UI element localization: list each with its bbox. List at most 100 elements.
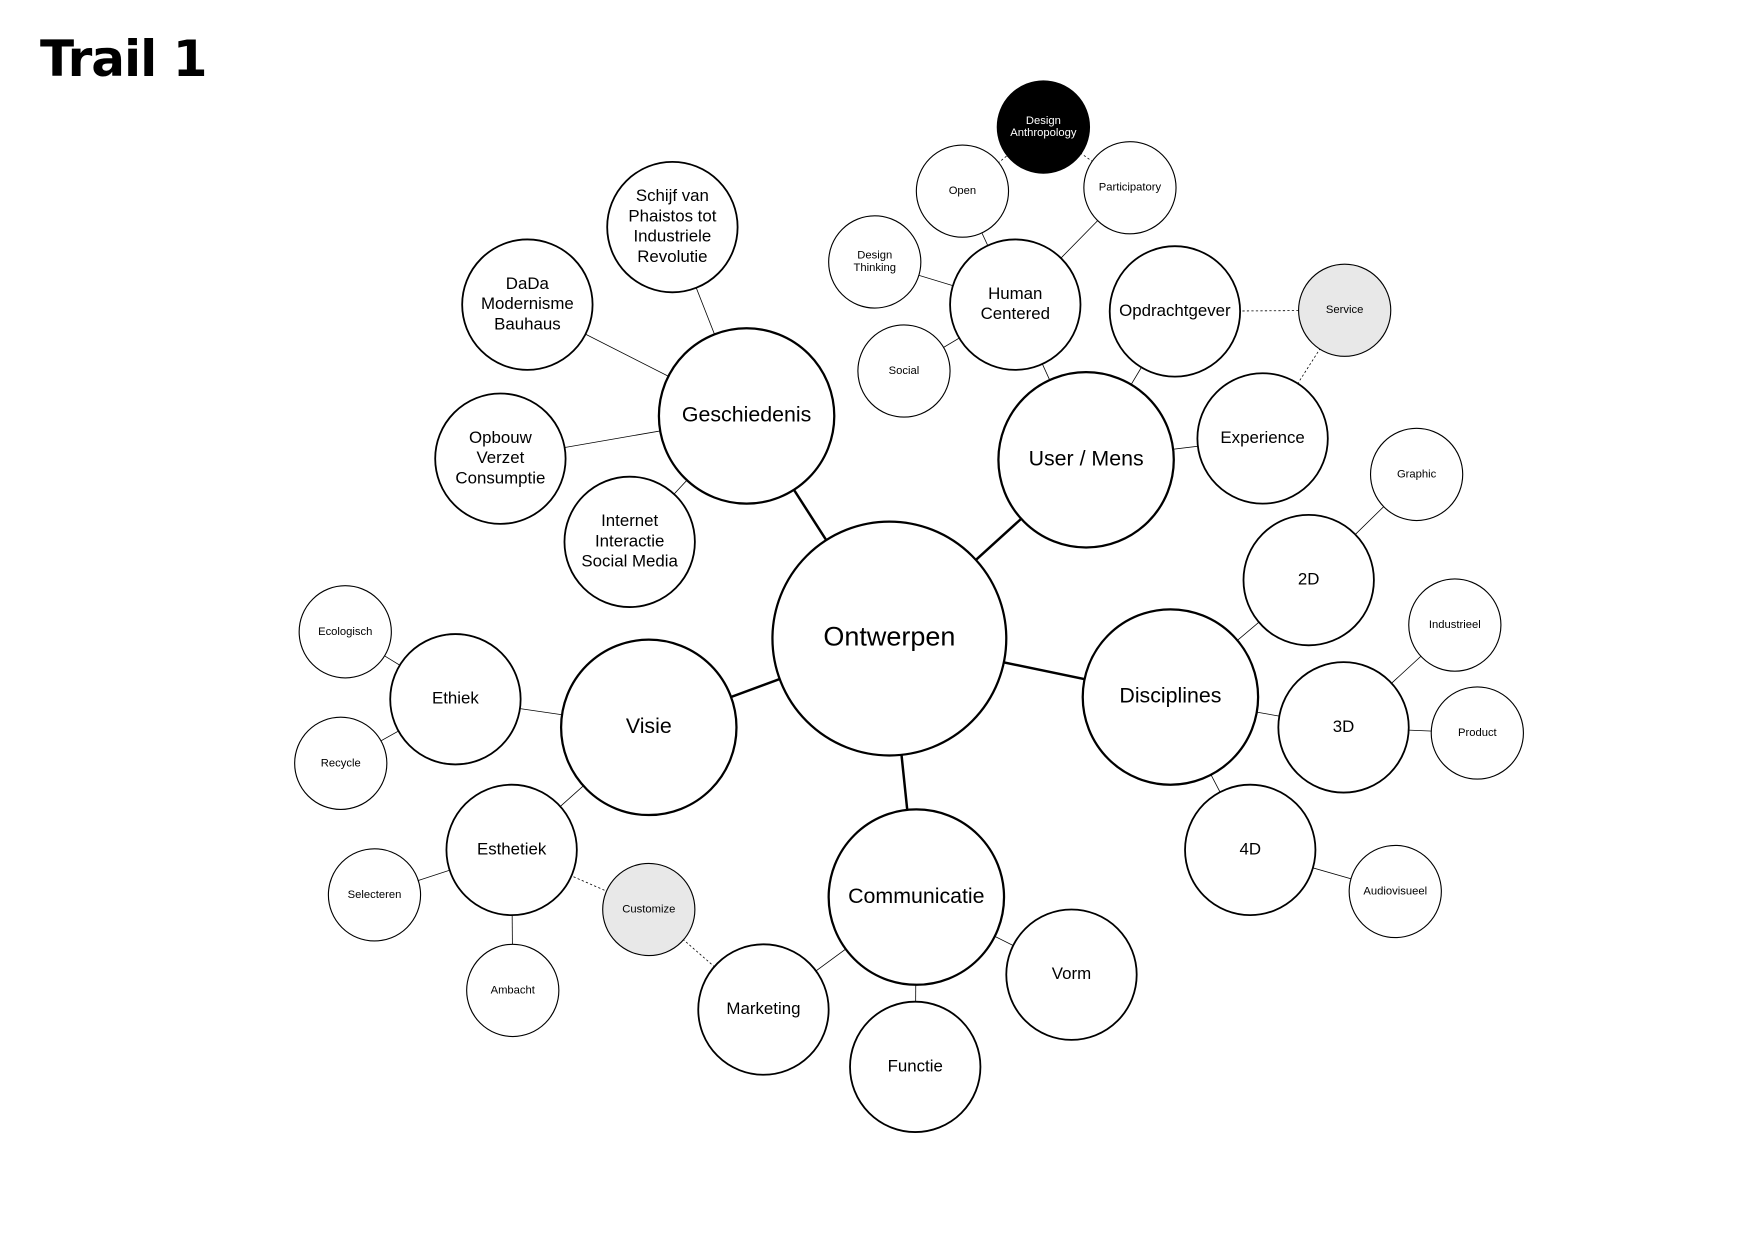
node-label: Opbouw bbox=[469, 428, 533, 447]
node-label: Internet bbox=[601, 511, 658, 530]
node-label: Ethiek bbox=[432, 689, 479, 708]
node-d2[interactable]: 2D bbox=[1242, 513, 1375, 647]
node-customize[interactable]: Customize bbox=[602, 862, 696, 957]
node-participatory[interactable]: Participatory bbox=[1083, 141, 1177, 235]
node-label: Marketing bbox=[726, 999, 800, 1018]
node-label: Modernisme bbox=[481, 294, 574, 313]
page-title: Trail 1 bbox=[40, 30, 207, 88]
node-label: Revolutie bbox=[637, 247, 707, 266]
node-circle bbox=[1184, 783, 1317, 917]
node-label: Bauhaus bbox=[494, 314, 561, 333]
node-label: Opdrachtgever bbox=[1119, 301, 1231, 320]
node-label: User / Mens bbox=[1029, 446, 1144, 470]
node-industrieel[interactable]: Industrieel bbox=[1408, 578, 1502, 672]
node-label: 3D bbox=[1333, 717, 1355, 736]
node-label: Schijf van bbox=[636, 186, 709, 205]
node-opdrachtgever[interactable]: Opdrachtgever bbox=[1108, 245, 1242, 378]
node-label: Service bbox=[1326, 304, 1363, 316]
node-d4[interactable]: 4D bbox=[1184, 783, 1317, 917]
node-visie[interactable]: Visie bbox=[559, 638, 738, 817]
node-marketing[interactable]: Marketing bbox=[697, 943, 830, 1076]
node-label: Audiovisueel bbox=[1363, 885, 1427, 897]
node-d3[interactable]: 3D bbox=[1277, 661, 1410, 794]
node-label: Consumptie bbox=[455, 468, 545, 487]
node-label: 2D bbox=[1298, 570, 1320, 589]
node-circle bbox=[657, 327, 836, 505]
node-ontwerpen[interactable]: Ontwerpen bbox=[771, 520, 1008, 757]
node-disciplines[interactable]: Disciplines bbox=[1081, 608, 1260, 786]
node-functie[interactable]: Functie bbox=[849, 1000, 982, 1133]
node-circle bbox=[857, 324, 951, 418]
node-label: Visie bbox=[626, 714, 672, 738]
node-circle bbox=[849, 1000, 982, 1133]
node-label: Product bbox=[1458, 727, 1498, 739]
node-communicatie[interactable]: Communicatie bbox=[827, 808, 1006, 986]
node-circle bbox=[1369, 427, 1464, 522]
node-circle bbox=[697, 943, 830, 1076]
node-vorm[interactable]: Vorm bbox=[1005, 908, 1138, 1041]
node-circle bbox=[949, 238, 1082, 371]
node-label: Verzet bbox=[476, 448, 524, 467]
node-circle bbox=[434, 392, 567, 525]
node-open[interactable]: Open bbox=[915, 144, 1010, 238]
node-label: Esthetiek bbox=[477, 839, 547, 858]
node-product[interactable]: Product bbox=[1430, 686, 1524, 780]
node-circle bbox=[1348, 844, 1442, 939]
node-graphic[interactable]: Graphic bbox=[1369, 427, 1464, 522]
node-user[interactable]: User / Mens bbox=[997, 370, 1175, 549]
node-label: Communicatie bbox=[848, 884, 984, 908]
node-circle bbox=[1298, 263, 1392, 357]
node-service[interactable]: Service bbox=[1298, 263, 1392, 357]
node-ecologisch[interactable]: Ecologisch bbox=[298, 585, 392, 679]
node-label: 4D bbox=[1239, 839, 1261, 858]
node-circle bbox=[563, 475, 696, 608]
node-circle bbox=[466, 943, 560, 1038]
node-label: Vorm bbox=[1052, 964, 1091, 983]
node-label: Industrieel bbox=[1429, 619, 1481, 631]
node-label: Customize bbox=[622, 903, 675, 915]
node-selecteren[interactable]: Selecteren bbox=[327, 848, 422, 942]
node-circle bbox=[1083, 141, 1177, 235]
node-ambacht[interactable]: Ambacht bbox=[466, 943, 560, 1038]
node-circle bbox=[327, 848, 422, 942]
node-circle bbox=[1430, 686, 1524, 780]
node-geschiedenis[interactable]: Geschiedenis bbox=[657, 327, 836, 505]
node-label: Functie bbox=[888, 1056, 943, 1075]
node-label: DaDa bbox=[506, 274, 550, 293]
node-label: Experience bbox=[1220, 428, 1304, 447]
node-ethiek[interactable]: Ethiek bbox=[389, 633, 522, 766]
node-circle bbox=[1005, 908, 1138, 1041]
node-esthetiek[interactable]: Esthetiek bbox=[445, 783, 578, 917]
node-circle bbox=[1242, 513, 1375, 647]
node-social[interactable]: Social bbox=[857, 324, 951, 418]
node-circle bbox=[1081, 608, 1260, 786]
node-circle bbox=[602, 862, 696, 957]
node-label: Social bbox=[889, 365, 920, 377]
node-label: Design bbox=[1026, 115, 1061, 127]
node-label: Industriele bbox=[633, 227, 711, 246]
node-label: Design bbox=[857, 250, 892, 262]
node-circle bbox=[1277, 661, 1410, 794]
node-circle bbox=[389, 633, 522, 766]
node-recycle[interactable]: Recycle bbox=[294, 716, 388, 810]
node-circle bbox=[996, 80, 1091, 174]
node-audiovisueel[interactable]: Audiovisueel bbox=[1348, 844, 1442, 939]
node-label: Social Media bbox=[581, 552, 678, 571]
node-label: Open bbox=[949, 185, 976, 197]
node-circle bbox=[461, 238, 594, 371]
node-label: Geschiedenis bbox=[682, 403, 811, 427]
node-experience[interactable]: Experience bbox=[1196, 372, 1329, 505]
node-circle bbox=[445, 783, 578, 917]
node-label: Ontwerpen bbox=[823, 622, 955, 652]
node-circle bbox=[915, 144, 1010, 238]
node-circle bbox=[771, 520, 1008, 757]
node-circle bbox=[997, 370, 1175, 549]
